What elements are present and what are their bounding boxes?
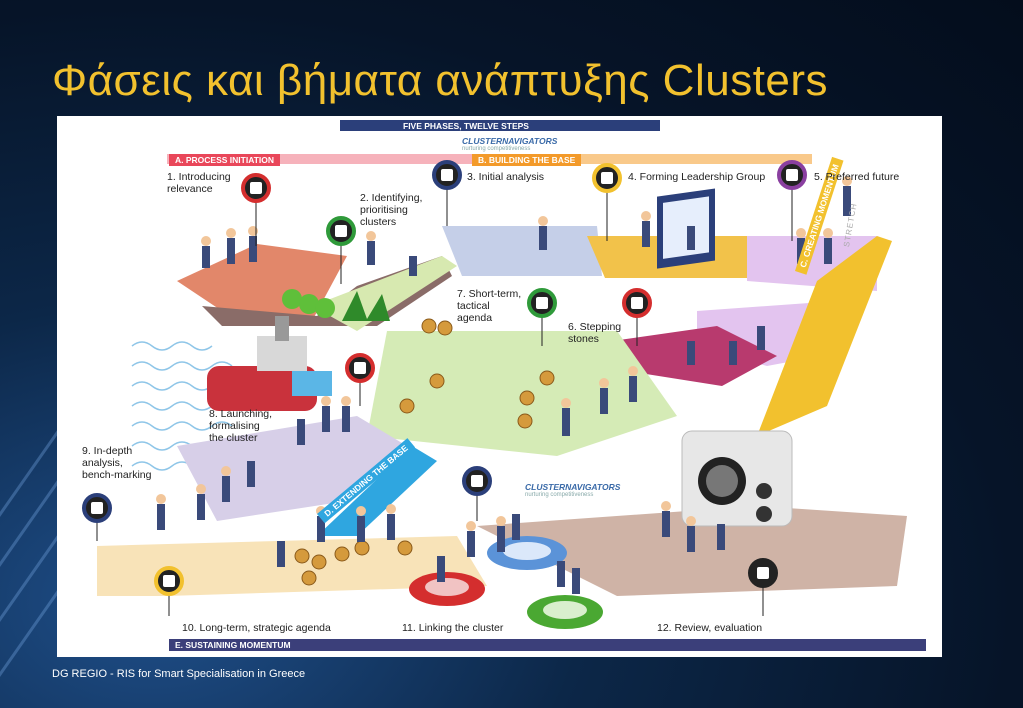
brand-tagline: nurturing competitiveness <box>525 492 594 498</box>
figure-header: FIVE PHASES, TWELVE STEPS <box>403 121 529 131</box>
icon-leader-lines <box>96 188 793 616</box>
header-bar <box>340 120 660 131</box>
step-3-label: 3. Initial analysis <box>467 171 545 183</box>
review-dashboard <box>681 430 793 527</box>
creating-momentum-ramp <box>757 236 892 436</box>
platform-step10 <box>97 536 487 596</box>
slide-footer: DG REGIO - RIS for Smart Specialisation … <box>52 668 306 680</box>
step-5-label: 5. Preferred future <box>814 171 900 183</box>
stethoscope-icon <box>432 160 462 190</box>
step-2-label: 2. Identifying, prioritising clusters <box>360 192 423 228</box>
trees <box>282 289 390 321</box>
platform-step3 <box>442 226 602 276</box>
slide-title: Φάσεις και βήματα ανάπτυξης Clusters <box>52 56 829 105</box>
balls <box>294 318 555 586</box>
microscope-icon <box>82 493 112 523</box>
step-6-label: 6. Stepping stones <box>568 321 622 345</box>
linking-rings <box>409 536 603 629</box>
step-4-label: 4. Forming Leadership Group <box>628 171 766 183</box>
extending-base-ramp <box>317 446 437 536</box>
compass-tree-icon <box>154 566 184 596</box>
running-figure-icon <box>241 173 271 203</box>
signpost-icon <box>326 216 356 246</box>
presentation-screen <box>657 188 715 269</box>
step-10-label: 10. Long-term, strategic agenda <box>182 622 331 634</box>
ship-illustration <box>207 316 332 411</box>
step-11-label: 11. Linking the cluster <box>402 622 504 634</box>
phase-b-bar <box>472 154 812 164</box>
brand-name: CLUSTERNAVIGATORS <box>462 136 558 146</box>
brand-logo-mid: CLUSTERNAVIGATORS nurturing competitiven… <box>525 482 620 498</box>
network-icon <box>462 466 492 496</box>
step-1-label: 1. Introducing relevance <box>167 171 231 195</box>
horizon-road-icon <box>777 160 807 190</box>
brand-tagline: nurturing competitiveness <box>462 146 531 152</box>
phase-b-label: B. BUILDING THE BASE <box>472 154 582 166</box>
water-waves <box>131 341 233 471</box>
step-12-label: 12. Review, evaluation <box>657 622 763 634</box>
compass-drawing-icon <box>748 558 778 588</box>
heads <box>156 176 852 531</box>
tree-icon <box>527 288 557 318</box>
brand-name: CLUSTERNAVIGATORS <box>525 482 621 492</box>
step-9-label: 9. In-depth analysis, bench-marking <box>82 445 152 481</box>
phase-a-label: A. PROCESS INITIATION <box>169 154 281 166</box>
illustration-scene <box>96 120 907 629</box>
phase-e-label: E. SUSTAINING MOMENTUM <box>169 639 926 651</box>
step-8-label: 8. Launching, formalising the cluster <box>209 408 273 444</box>
ship-icon <box>345 353 375 383</box>
phase-a-bar <box>167 154 477 164</box>
puzzle-icon <box>592 163 622 193</box>
stepping-stone-icon <box>622 288 652 318</box>
cluster-phases-illustration: FIVE PHASES, TWELVE STEPS A. PROCESS INI… <box>57 116 942 657</box>
step-7-label: 7. Short-term, tactical agenda <box>457 288 522 324</box>
brand-logo-top: CLUSTERNAVIGATORS nurturing competitiven… <box>462 136 557 152</box>
